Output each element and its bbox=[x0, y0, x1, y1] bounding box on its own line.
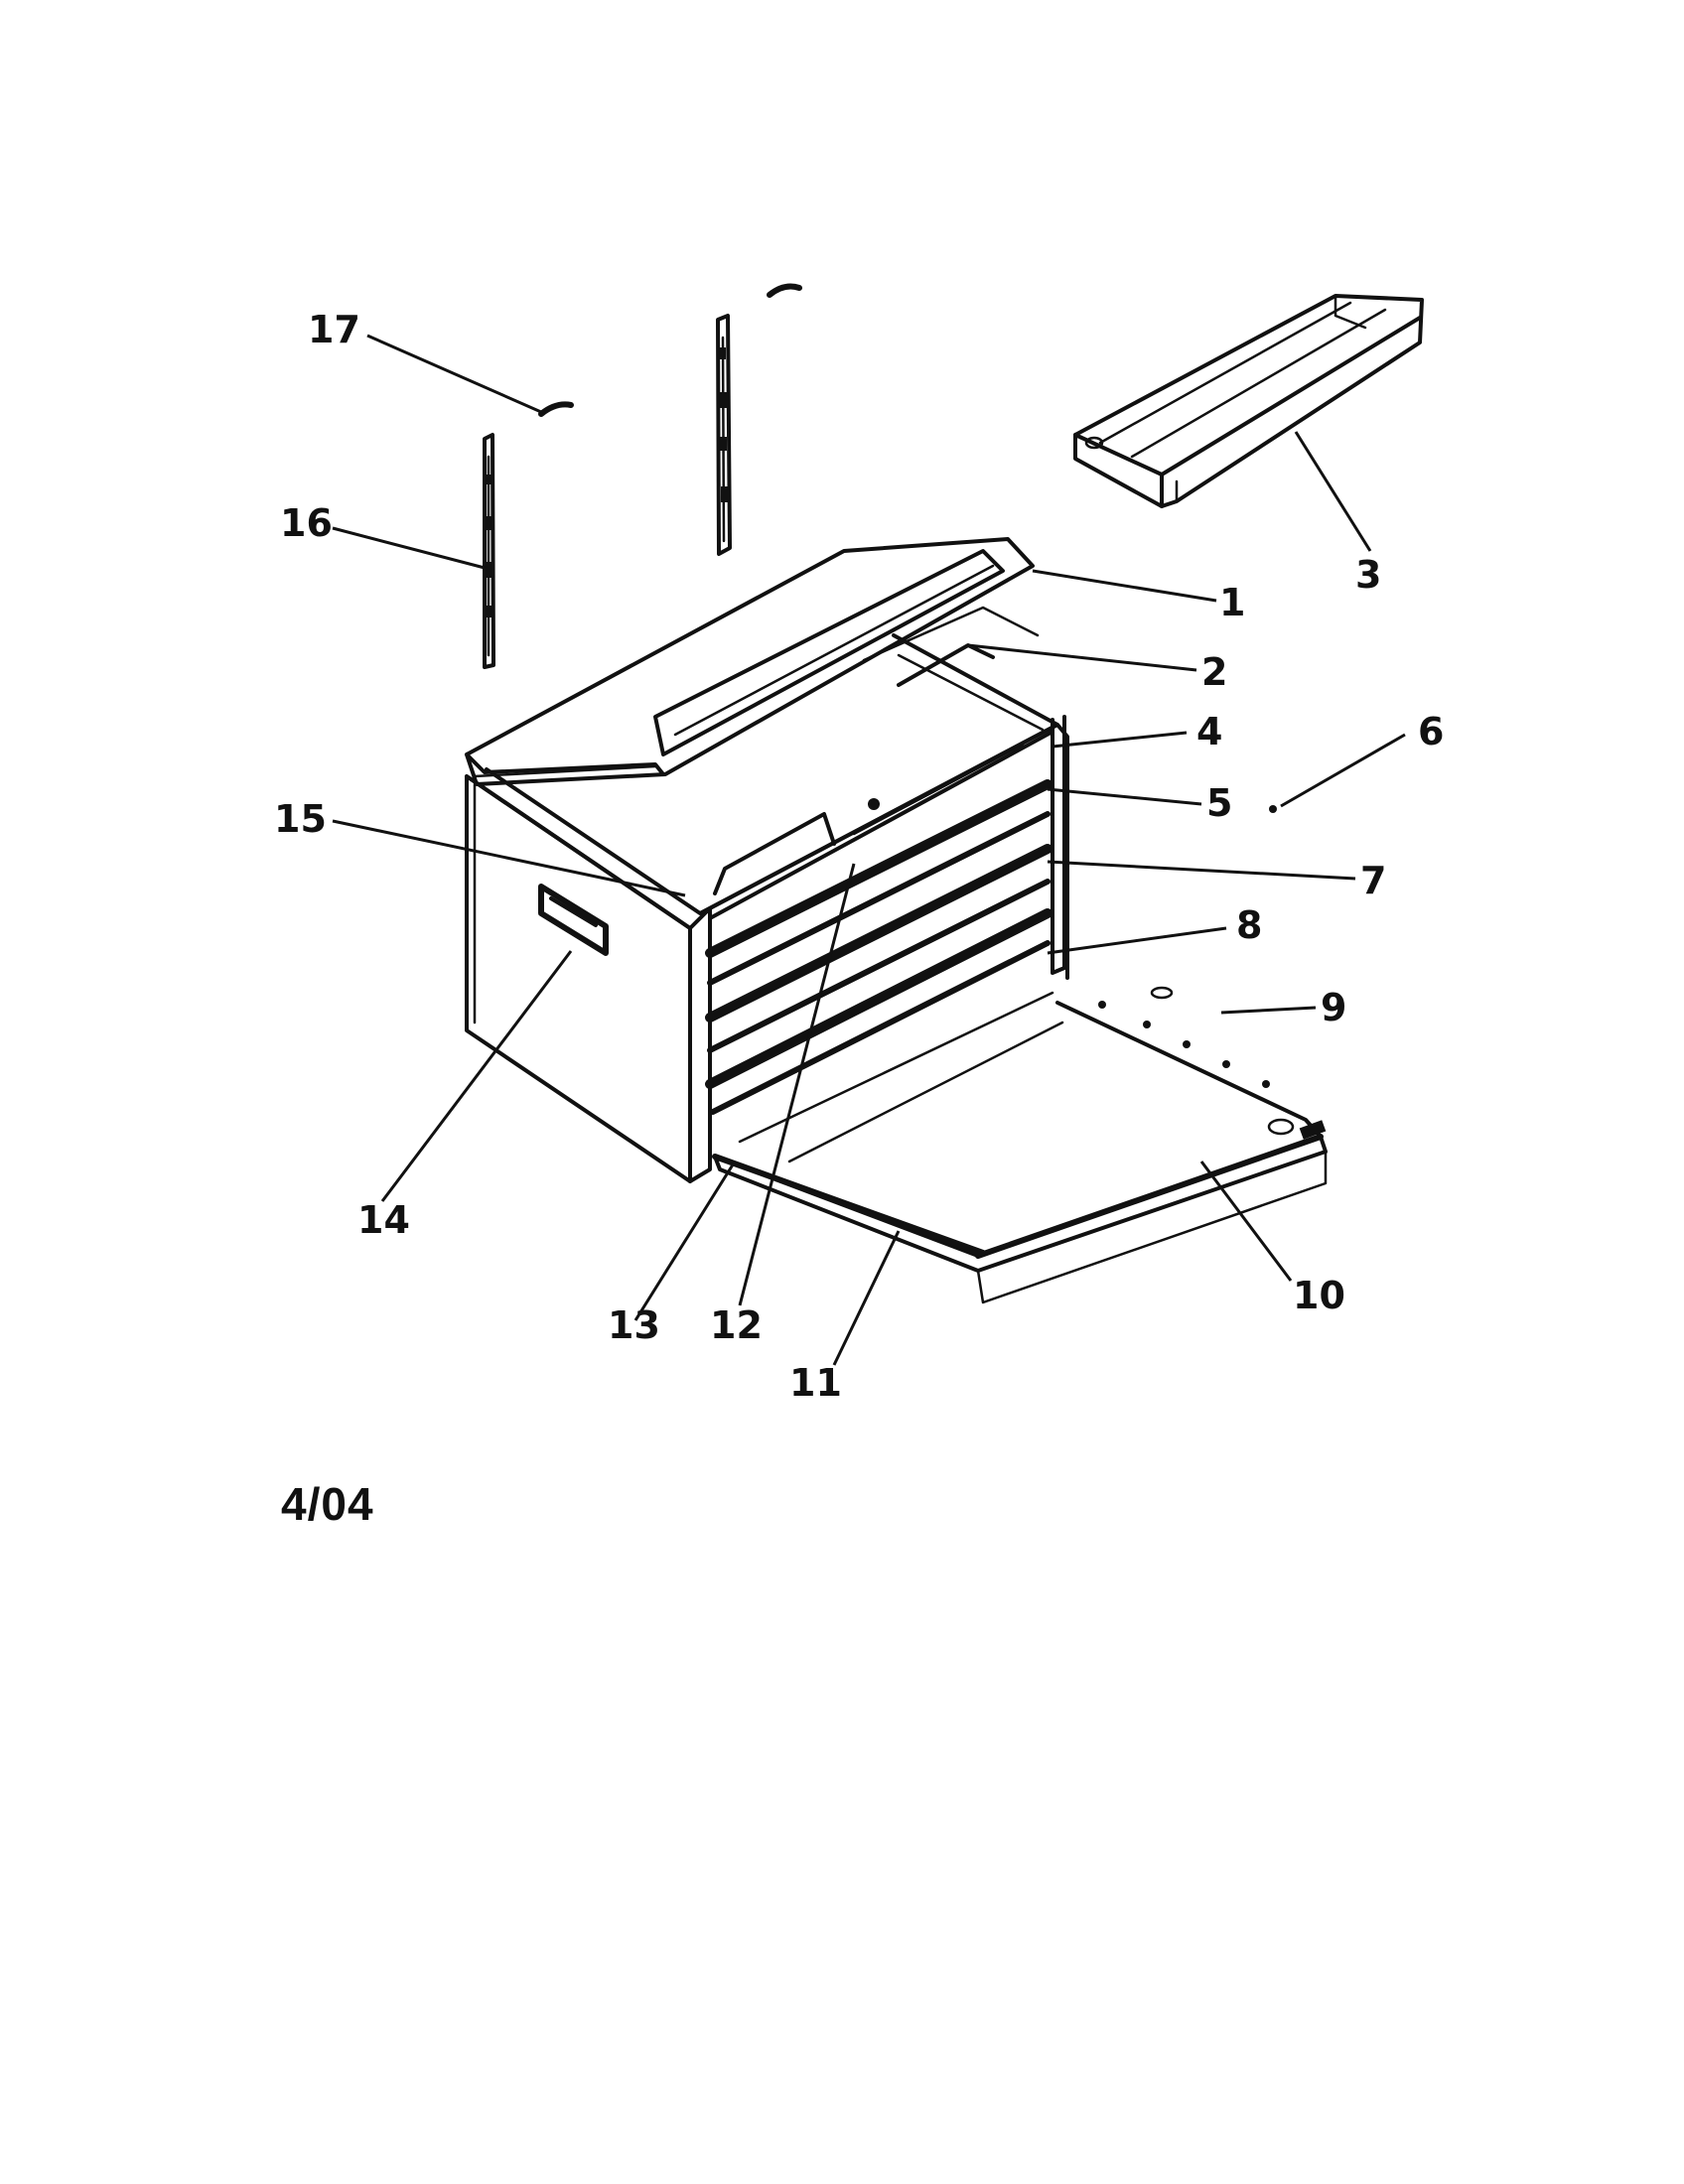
part-1-lid bbox=[465, 537, 1035, 786]
callout-9: 9 bbox=[1321, 986, 1346, 1029]
callout-1: 1 bbox=[1219, 581, 1245, 624]
part-17-pin bbox=[538, 283, 802, 417]
callout-labels: 17 16 15 14 13 12 11 10 9 8 7 6 5 4 2 1 … bbox=[274, 308, 1444, 1405]
revision-date: 4/04 bbox=[281, 1478, 374, 1530]
part-6-screw bbox=[1269, 805, 1277, 813]
callout-5: 5 bbox=[1206, 781, 1232, 825]
leader-lines bbox=[332, 334, 1406, 1366]
callout-2: 2 bbox=[1201, 650, 1227, 694]
callout-8: 8 bbox=[1236, 903, 1262, 947]
callout-4: 4 bbox=[1196, 710, 1222, 753]
callout-16: 16 bbox=[280, 501, 333, 545]
drawer bbox=[712, 986, 1328, 1304]
callout-11: 11 bbox=[789, 1361, 842, 1405]
callout-10: 10 bbox=[1293, 1274, 1345, 1317]
callout-14: 14 bbox=[357, 1198, 410, 1242]
callout-6: 6 bbox=[1418, 710, 1444, 753]
part-16-side-rail bbox=[483, 314, 732, 669]
chest-body bbox=[465, 606, 1069, 1183]
callout-13: 13 bbox=[608, 1303, 660, 1347]
callout-7: 7 bbox=[1360, 859, 1386, 902]
callout-17: 17 bbox=[308, 308, 360, 351]
callout-3: 3 bbox=[1355, 553, 1381, 597]
part-3-tray bbox=[1073, 294, 1424, 508]
callout-15: 15 bbox=[274, 797, 327, 841]
callout-12: 12 bbox=[710, 1303, 763, 1347]
